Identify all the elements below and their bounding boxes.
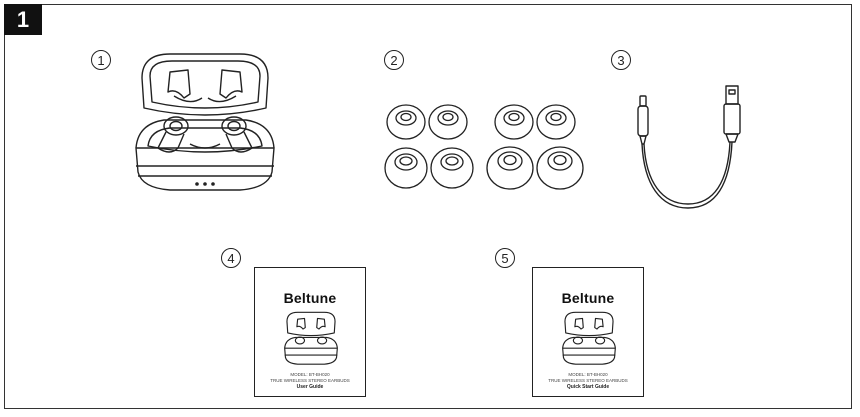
usb-cable-icon (637, 85, 741, 209)
user-guide-subtitle: TRUE WIRELESS STEREO EARBUDS (270, 378, 350, 383)
illustration-frame (4, 4, 852, 409)
earbuds-case-icon (562, 311, 616, 365)
quick-start-guide-booklet: Beltune MODEL: BT-BH020 TRUE WIRELESS ST… (532, 267, 644, 397)
item-number-4: 4 (221, 248, 241, 268)
user-guide-model: MODEL: BT-BH020 (290, 372, 330, 377)
quick-start-guide-brand: Beltune (561, 290, 615, 306)
user-guide-title: User Guide (296, 384, 324, 390)
item-number-2: 2 (384, 50, 404, 70)
ear-tips-icon (384, 104, 584, 190)
earbuds-case-icon (135, 53, 275, 191)
user-guide-booklet: Beltune MODEL: BT-BH020 TRUE WIRELESS ST… (254, 267, 366, 397)
quick-start-guide-title: Quick Start Guide (566, 384, 610, 390)
user-guide-brand: Beltune (283, 290, 337, 306)
step-number-badge: 1 (4, 4, 42, 35)
quick-start-guide-model: MODEL: BT-BH020 (568, 372, 608, 377)
item-number-1: 1 (91, 50, 111, 70)
quick-start-guide-subtitle: TRUE WIRELESS STEREO EARBUDS (548, 378, 628, 383)
item-number-3: 3 (611, 50, 631, 70)
earbuds-case-icon (284, 311, 338, 365)
item-number-5: 5 (495, 248, 515, 268)
